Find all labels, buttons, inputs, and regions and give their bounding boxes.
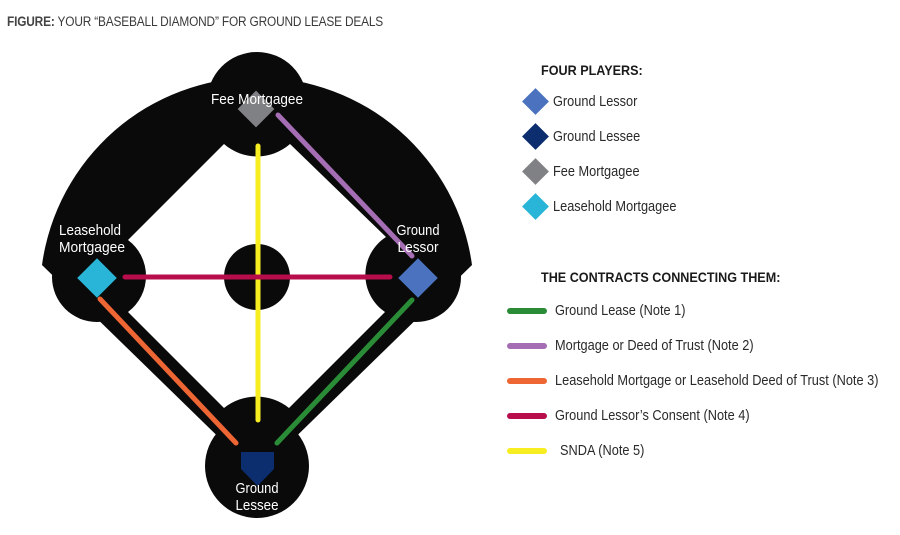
- consent-swatch-icon: [507, 413, 547, 419]
- leasehold-mortgage-swatch-icon: [507, 378, 547, 384]
- figure-title-text: YOUR “BASEBALL DIAMOND” FOR GROUND LEASE…: [57, 14, 384, 29]
- fee-mortgagee-swatch-icon: [522, 158, 549, 185]
- legend-player-leasehold-mortgagee: Leasehold Mortgagee: [521, 193, 693, 220]
- players-legend-heading: FOUR PLAYERS:: [541, 62, 643, 78]
- legend-player-label: Leasehold Mortgagee: [553, 198, 677, 215]
- legend-player-label: Ground Lessee: [553, 128, 641, 145]
- fee-mortgagee-node: [237, 90, 275, 128]
- legend-player-label: Ground Lessor: [553, 93, 638, 110]
- legend-contract-mortgage: Mortgage or Deed of Trust (Note 2): [507, 338, 781, 354]
- ground-lessor-swatch-icon: [522, 88, 549, 115]
- connections: [97, 112, 415, 446]
- legend-contract-consent: Ground Lessor’s Consent (Note 4): [507, 408, 776, 424]
- ground-lessee-swatch-icon: [522, 123, 549, 150]
- fee-mortgagee-label: Fee Mortgagee: [211, 91, 303, 108]
- leasehold-mortgagee-swatch-icon: [522, 193, 549, 220]
- ground-lessor-node: [398, 258, 438, 298]
- legend-contract-leasehold-mortgage: Leasehold Mortgage or Leasehold Deed of …: [507, 373, 900, 389]
- legend-contract-label: SNDA (Note 5): [560, 443, 645, 459]
- ground-lessee-node: [241, 452, 274, 486]
- figure-title-prefix: FIGURE:: [7, 14, 55, 29]
- ground-lessor-label-line1: Ground: [397, 222, 440, 239]
- legend-contract-label: Ground Lessor’s Consent (Note 4): [555, 408, 750, 424]
- mortgage-swatch-icon: [507, 343, 547, 349]
- contracts-legend-heading: THE CONTRACTS CONNECTING THEM:: [541, 269, 781, 285]
- leasehold-mortgage-line: [97, 296, 239, 446]
- figure-title: FIGURE: YOUR “BASEBALL DIAMOND” FOR GROU…: [7, 14, 383, 29]
- legend-contract-snda: SNDA (Note 5): [507, 443, 656, 459]
- legend-contract-label: Mortgage or Deed of Trust (Note 2): [555, 338, 754, 354]
- ground-lessor-label-line2: Lessor: [398, 239, 439, 256]
- ground-lessee-label-line1: Ground: [236, 480, 279, 497]
- legend-player-ground-lessor: Ground Lessor: [521, 88, 649, 115]
- ground-lease-line: [274, 297, 415, 446]
- leasehold-mortgagee-label-line1: Leasehold: [59, 222, 121, 239]
- legend-player-label: Fee Mortgagee: [553, 163, 640, 180]
- leasehold-mortgagee-label-line2: Mortgagee: [59, 239, 125, 256]
- mortgage-or-deed-of-trust-line: [275, 112, 415, 259]
- legend-player-fee-mortgagee: Fee Mortgagee: [521, 158, 651, 185]
- ground-lessee-label-line2: Lessee: [236, 497, 279, 514]
- legend-contract-label: Ground Lease (Note 1): [555, 303, 686, 319]
- legend-player-ground-lessee: Ground Lessee: [521, 123, 652, 150]
- ground-lease-swatch-icon: [507, 308, 547, 314]
- snda-swatch-icon: [507, 448, 547, 454]
- legend-contract-ground-lease: Ground Lease (Note 1): [507, 303, 703, 319]
- legend-contract-label: Leasehold Mortgage or Leasehold Deed of …: [555, 373, 879, 389]
